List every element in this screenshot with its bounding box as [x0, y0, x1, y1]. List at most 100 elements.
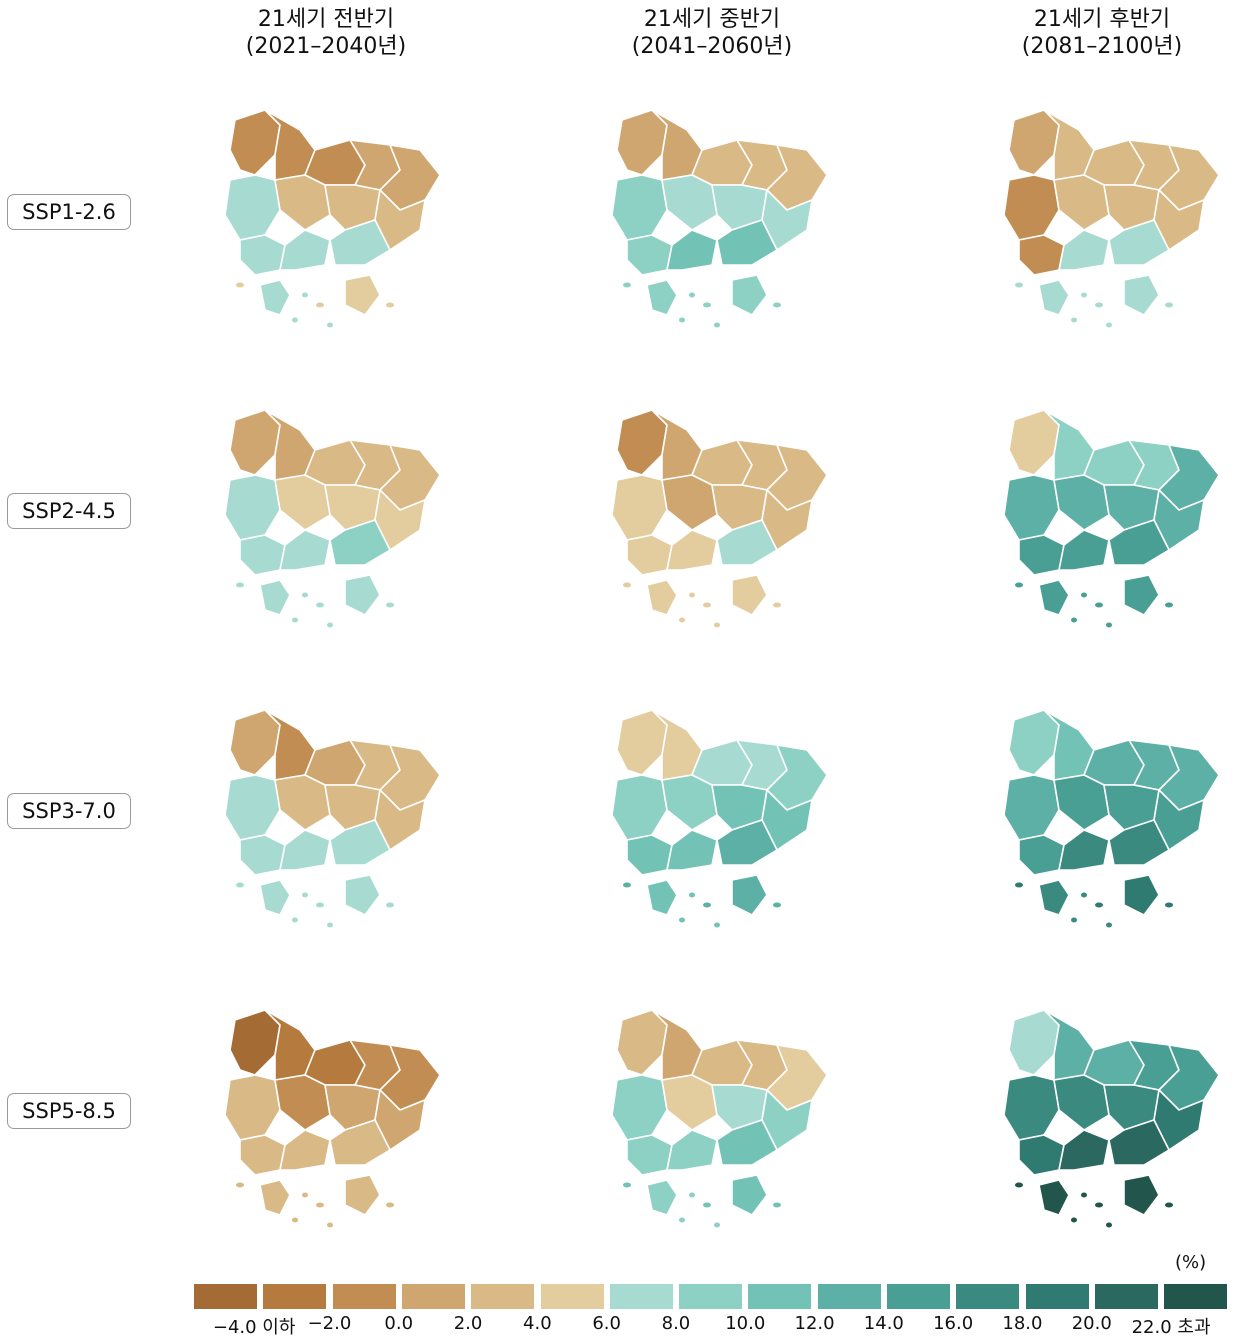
islet: [773, 1202, 781, 1208]
region-s1: [279, 529, 331, 571]
map-svg: [1003, 709, 1220, 928]
map-panel-r2-c3: [974, 380, 1224, 630]
region-sw: [239, 1134, 286, 1176]
region-nw: [616, 109, 668, 176]
legend-swatch: [540, 1284, 604, 1309]
map-panel-r3-c1: [195, 680, 445, 930]
legend-tick-label: 2.0: [453, 1313, 483, 1334]
region-sw: [1018, 1134, 1065, 1176]
row-label-ssp5: SSP5-8.5: [7, 1093, 131, 1129]
map-svg: [224, 409, 441, 628]
region-w: [611, 174, 668, 241]
map-panel-r2-c2: [582, 380, 832, 630]
islet: [679, 317, 685, 323]
region-sw: [239, 834, 286, 876]
region-sw: [1018, 834, 1065, 876]
islet: [386, 902, 394, 908]
islet: [327, 922, 333, 928]
islet: [773, 302, 781, 308]
region-is2: [1123, 1174, 1160, 1216]
map-panel-r1-c2: [582, 80, 832, 330]
map-panel-r3-c3: [974, 680, 1224, 930]
map-panel-r4-c1: [195, 980, 445, 1230]
row-label-ssp3: SSP3-7.0: [7, 793, 131, 829]
region-sw: [626, 1134, 673, 1176]
region-is2: [344, 274, 381, 316]
islet: [316, 1202, 324, 1208]
region-s2: [716, 819, 778, 866]
islet: [714, 922, 720, 928]
region-w: [1003, 474, 1060, 541]
region-s1: [279, 1129, 331, 1171]
islet: [679, 617, 685, 623]
islet: [386, 1202, 394, 1208]
islet: [386, 302, 394, 308]
region-c1: [661, 1074, 718, 1131]
region-c1: [661, 174, 718, 231]
region-is2: [731, 274, 768, 316]
islet: [1015, 882, 1023, 888]
region-sw: [239, 534, 286, 576]
islet: [1071, 1217, 1077, 1223]
region-is1: [1038, 1179, 1070, 1216]
islet: [292, 317, 298, 323]
region-w: [1003, 774, 1060, 841]
region-is1: [259, 279, 291, 316]
region-c1: [661, 774, 718, 831]
islet: [1015, 1182, 1023, 1188]
map-svg: [224, 709, 441, 928]
region-s2: [1108, 819, 1170, 866]
legend-tick-label: −4.0 이하: [212, 1317, 296, 1338]
islet: [679, 1217, 685, 1223]
region-s1: [666, 229, 718, 271]
region-is2: [731, 874, 768, 916]
legend-tick-label: 8.0: [661, 1313, 691, 1334]
region-s2: [329, 819, 391, 866]
islet: [316, 302, 324, 308]
region-sw: [626, 834, 673, 876]
islet: [623, 882, 631, 888]
islet: [1095, 1202, 1103, 1208]
region-c1: [1053, 774, 1110, 831]
islet: [689, 592, 695, 598]
islet: [316, 902, 324, 908]
legend-tick-label: 12.0: [794, 1313, 835, 1334]
islet: [236, 882, 244, 888]
region-s1: [666, 1129, 718, 1171]
islet: [1165, 302, 1173, 308]
region-sw: [626, 534, 673, 576]
islet: [316, 602, 324, 608]
column-title-line1: 21세기 후반기: [1033, 7, 1171, 32]
region-c1: [1053, 474, 1110, 531]
islet: [714, 622, 720, 628]
islet: [1095, 902, 1103, 908]
islet: [1106, 1222, 1112, 1228]
islet: [689, 292, 695, 298]
region-s2: [329, 519, 391, 566]
islet: [679, 917, 685, 923]
islet: [623, 582, 631, 588]
map-panel-r4-c2: [582, 980, 832, 1230]
legend-swatch: [609, 1284, 673, 1309]
legend-swatch: [679, 1284, 743, 1309]
map-panel-r1-c1: [195, 80, 445, 330]
legend-swatch: [887, 1284, 950, 1309]
region-s2: [716, 519, 778, 566]
islet: [302, 592, 308, 598]
region-is2: [731, 1174, 768, 1216]
legend-swatch: [1094, 1284, 1158, 1309]
map-svg: [611, 109, 828, 328]
map-panel-r3-c2: [582, 680, 832, 930]
region-w: [1003, 1074, 1060, 1141]
region-c1: [274, 174, 331, 231]
legend-swatch: [817, 1284, 881, 1309]
region-w: [1003, 174, 1060, 241]
region-is1: [1038, 579, 1070, 616]
region-s1: [1058, 1129, 1110, 1171]
map-svg: [224, 109, 441, 328]
islet: [292, 1217, 298, 1223]
legend-swatch: [263, 1284, 327, 1309]
map-panel-r2-c1: [195, 380, 445, 630]
islet: [302, 292, 308, 298]
row-label-ssp2: SSP2-4.5: [7, 493, 131, 529]
